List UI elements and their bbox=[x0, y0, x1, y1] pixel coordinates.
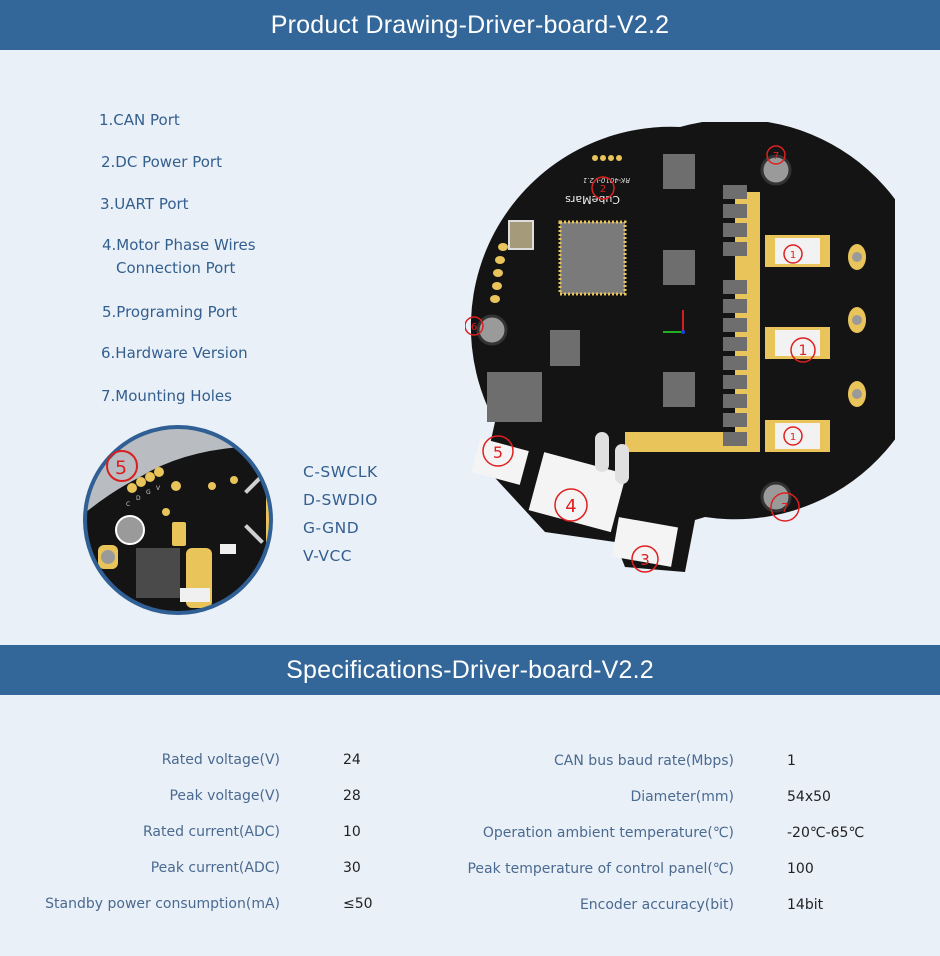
hardware-version-mark: RK-4010-V2.1 bbox=[583, 176, 630, 184]
spec-value: 1 bbox=[787, 753, 796, 769]
legend-item-motor-phase: 4.Motor Phase Wires bbox=[102, 236, 256, 254]
spec-value: 30 bbox=[343, 860, 361, 876]
programming-port-inset: C D G V 5 bbox=[83, 425, 273, 615]
spec-value: ≤50 bbox=[343, 896, 373, 912]
callout-6: 6 bbox=[471, 322, 477, 333]
spec-value: 54x50 bbox=[787, 789, 831, 805]
svg-text:V: V bbox=[156, 485, 161, 492]
legend-item-can: 1.CAN Port bbox=[99, 111, 180, 129]
callout-circles bbox=[465, 145, 816, 573]
uart-connector bbox=[611, 517, 679, 567]
callout-4: 4 bbox=[565, 496, 576, 517]
motor-phase-connector bbox=[528, 432, 629, 533]
pin-gnd: G-GND bbox=[303, 519, 360, 537]
phase-pads bbox=[848, 244, 866, 407]
svg-text:C: C bbox=[126, 501, 130, 508]
spec-label: Peak current(ADC) bbox=[150, 860, 280, 876]
spec-value: 14bit bbox=[787, 897, 824, 913]
spec-label: Peak temperature of control panel(℃) bbox=[467, 861, 734, 877]
legend-item-motor-phase-line2: Connection Port bbox=[116, 259, 236, 277]
mcu-chip bbox=[558, 220, 627, 296]
legend-item-hardware-version: 6.Hardware Version bbox=[101, 344, 248, 362]
specs-title: Specifications-Driver-board-V2.2 bbox=[286, 655, 654, 684]
callout-1b: 1 bbox=[799, 343, 808, 359]
callout-3: 3 bbox=[640, 551, 650, 569]
callout-2: 2 bbox=[600, 184, 606, 195]
spec-label: Diameter(mm) bbox=[630, 789, 734, 805]
capacitor-column bbox=[723, 185, 747, 446]
legend-item-programming: 5.Programing Port bbox=[102, 303, 238, 321]
spec-label: Rated current(ADC) bbox=[143, 824, 280, 840]
legend-item-mounting-holes: 7.Mounting Holes bbox=[101, 387, 232, 405]
pin-swclk: C-SWCLK bbox=[303, 463, 378, 481]
callout-1a: 1 bbox=[790, 250, 796, 261]
callout-7b: 7 bbox=[781, 501, 789, 515]
callout-5: 5 bbox=[493, 443, 503, 462]
callout-5-label: 5 bbox=[115, 457, 127, 479]
spec-label: CAN bus baud rate(Mbps) bbox=[554, 753, 734, 769]
spec-value: 10 bbox=[343, 824, 361, 840]
spec-label: Rated voltage(V) bbox=[161, 752, 280, 768]
pin-vcc: V-VCC bbox=[303, 547, 353, 565]
spec-value: 24 bbox=[343, 752, 361, 768]
svg-text:D: D bbox=[136, 495, 141, 502]
pin-swdio: D-SWDIO bbox=[303, 491, 378, 509]
spec-label: Operation ambient temperature(℃) bbox=[482, 825, 734, 841]
pin-silkscreen: C D G V bbox=[126, 485, 161, 508]
page-title: Product Drawing-Driver-board-V2.2 bbox=[270, 10, 670, 39]
legend-item-uart: 3.UART Port bbox=[100, 195, 189, 213]
driver-board-drawing: CubeMars RK-4010-V2.1 1 1 1 2 3 4 5 6 7 … bbox=[465, 122, 895, 573]
shunt-resistors bbox=[765, 235, 830, 452]
programming-connector bbox=[471, 438, 529, 485]
mosfet-chips bbox=[487, 154, 695, 422]
spec-value: 28 bbox=[343, 788, 361, 804]
brand-logo-text: CubeMars bbox=[565, 193, 620, 206]
spec-label: Encoder accuracy(bit) bbox=[579, 897, 734, 913]
callout-7a: 7 bbox=[773, 151, 779, 162]
spec-label: Standby power consumption(mA) bbox=[45, 896, 280, 912]
callout-1c: 1 bbox=[790, 432, 796, 443]
spec-label: Peak voltage(V) bbox=[169, 788, 280, 804]
page-title-band: Product Drawing-Driver-board-V2.2 bbox=[0, 0, 940, 50]
spec-value: -20℃-65℃ bbox=[787, 825, 865, 841]
specs-title-band: Specifications-Driver-board-V2.2 bbox=[0, 645, 940, 695]
spec-value: 100 bbox=[787, 861, 814, 877]
legend-item-dc-power: 2.DC Power Port bbox=[101, 153, 222, 171]
svg-text:G: G bbox=[146, 489, 151, 496]
